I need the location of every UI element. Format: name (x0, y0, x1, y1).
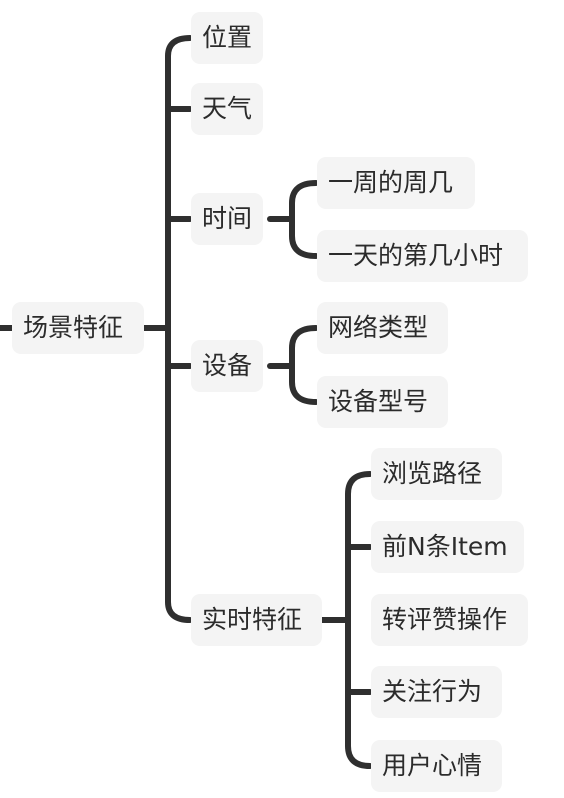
leaf-node-device-model[interactable]: 设备型号 (317, 376, 448, 428)
root-node[interactable]: 场景特征 (12, 302, 144, 354)
branch-node-weather[interactable]: 天气 (191, 83, 264, 135)
connector-realtime-children (345, 471, 373, 769)
leaf-node-browse-path[interactable]: 浏览路径 (371, 448, 502, 500)
branch-node-location[interactable]: 位置 (191, 12, 264, 64)
branch-node-realtime[interactable]: 实时特征 (191, 594, 322, 646)
leaf-node-user-mood[interactable]: 用户心情 (371, 740, 502, 792)
branch-node-device[interactable]: 设备 (191, 340, 264, 392)
connector-branch-trunk (165, 35, 193, 623)
leaf-node-follow-behavior[interactable]: 关注行为 (371, 666, 502, 718)
leaf-node-weekday[interactable]: 一周的周几 (317, 157, 475, 209)
leaf-node-top-n-items[interactable]: 前N条Item (371, 521, 524, 573)
leaf-node-hour[interactable]: 一天的第几小时 (317, 230, 528, 282)
connector-time-children (289, 180, 319, 259)
connector-device-children (289, 325, 319, 405)
leaf-node-network-type[interactable]: 网络类型 (317, 302, 448, 354)
branch-node-time[interactable]: 时间 (191, 193, 264, 245)
leaf-node-engagement[interactable]: 转评赞操作 (371, 594, 528, 646)
